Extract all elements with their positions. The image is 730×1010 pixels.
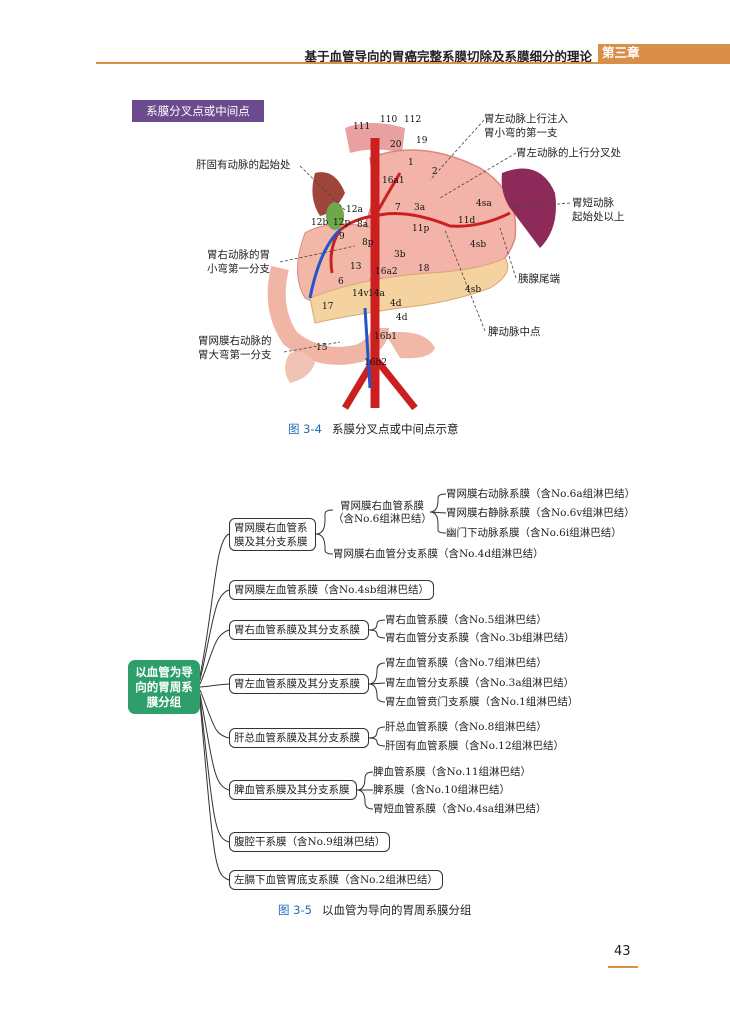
tree-root-node: 以血管为导 向的胃周系 膜分组 <box>128 660 200 714</box>
group-rga-node: 胃右血管系膜及其分支系膜 <box>229 620 369 640</box>
leaf-item: 幽门下动脉系膜（含No.6i组淋巴结） <box>446 527 622 540</box>
caption-number: 图 3-5 <box>278 903 312 917</box>
leaf-item: 胃网膜右动脉系膜（含No.6a组淋巴结） <box>446 488 635 501</box>
leaf-item: 脾系膜（含No.10组淋巴结） <box>373 784 510 797</box>
leaf-item: 胃左血管分支系膜（含No.3a组淋巴结） <box>385 677 574 690</box>
page-number: 43 <box>614 944 631 959</box>
leaf-item: 胃右血管分支系膜（含No.3b组淋巴结） <box>385 632 575 645</box>
sub-rgea-vessel: 胃网膜右血管系膜 （含No.6组淋巴结） <box>333 500 431 526</box>
group-lga-node: 胃左血管系膜及其分支系膜 <box>229 674 369 694</box>
group-celiac-node: 腹腔干系膜（含No.9组淋巴结） <box>229 832 390 852</box>
leaf-item: 胃左血管贲门支系膜（含No.1组淋巴结） <box>385 696 578 709</box>
group-lipa-node: 左膈下血管胃底支系膜（含No.2组淋巴结） <box>229 870 443 890</box>
group-cha-node: 肝总血管系膜及其分支系膜 <box>229 728 369 748</box>
leaf-item: 胃左血管系膜（含No.7组淋巴结） <box>385 657 547 670</box>
leaf-item: 胃网膜右静脉系膜（含No.6v组淋巴结） <box>446 507 635 520</box>
group-splenic-node: 脾血管系膜及其分支系膜 <box>229 780 357 800</box>
group-lgea-node: 胃网膜左血管系膜（含No.4sb组淋巴结） <box>229 580 434 600</box>
group-rgea-node: 胃网膜右血管系 膜及其分支系膜 <box>229 518 316 551</box>
page-number-rule <box>608 966 638 968</box>
leaf-item: 肝总血管系膜（含No.8组淋巴结） <box>385 721 547 734</box>
leaf-item: 胃网膜右血管分支系膜（含No.4d组淋巴结） <box>333 548 544 561</box>
leaf-item: 胃短血管系膜（含No.4sa组淋巴结） <box>373 803 547 816</box>
caption-text: 以血管为导向的胃周系膜分组 <box>322 903 472 917</box>
leaf-item: 胃右血管系膜（含No.5组淋巴结） <box>385 614 547 627</box>
leaf-item: 肝固有血管系膜（含No.12组淋巴结） <box>385 740 564 753</box>
leaf-item: 脾血管系膜（含No.11组淋巴结） <box>373 766 531 779</box>
figure-3-5-caption: 图 3-5 以血管为导向的胃周系膜分组 <box>278 902 471 918</box>
